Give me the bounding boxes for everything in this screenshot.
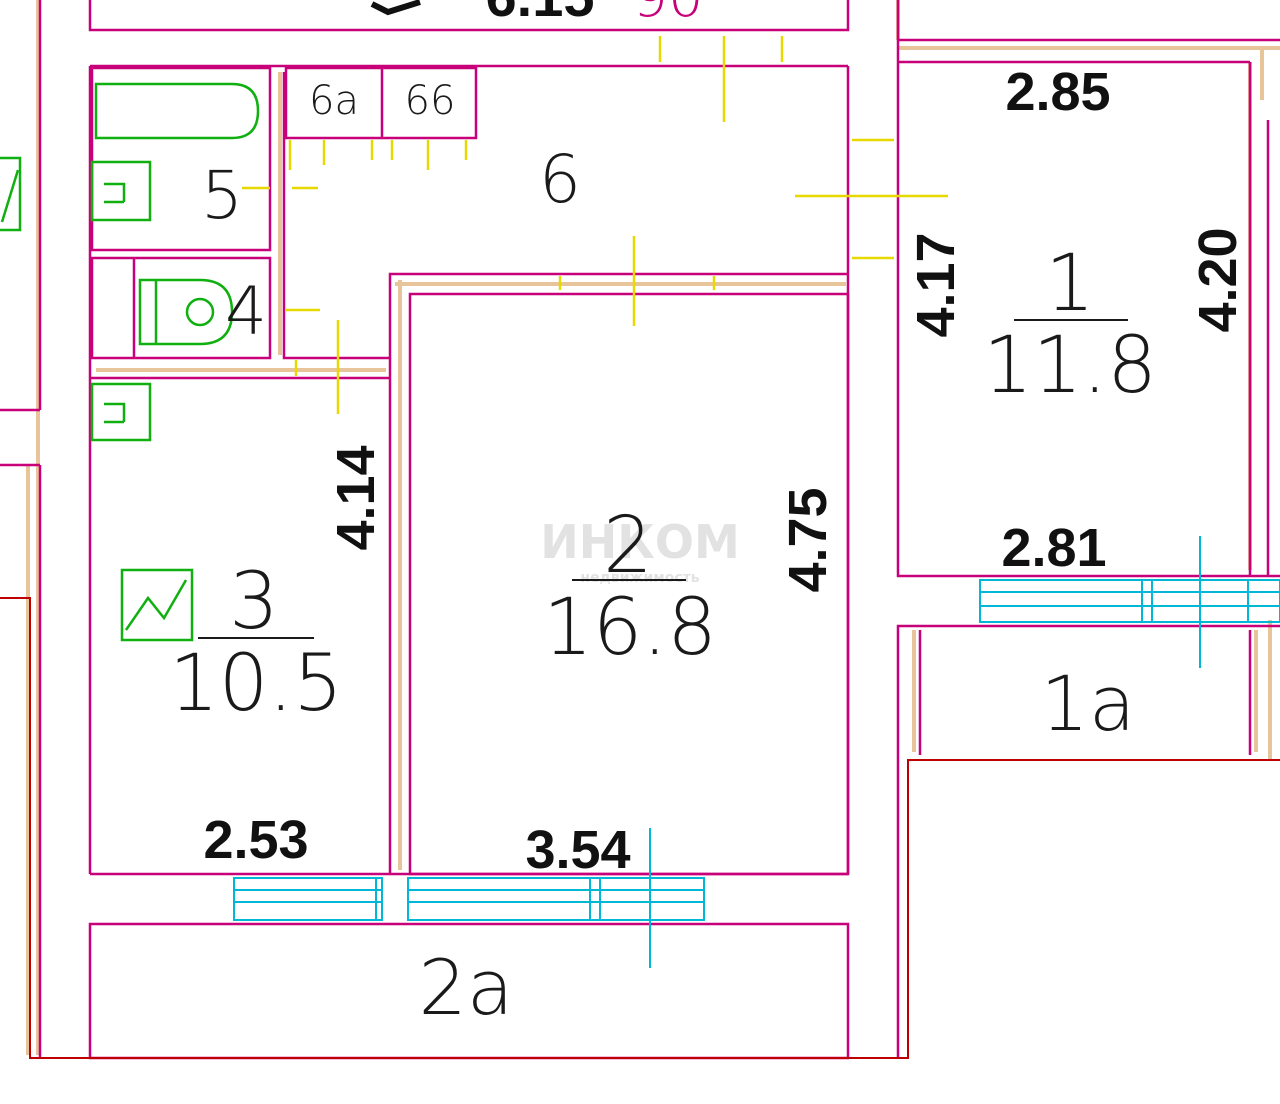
dim-room1-bottom: 2.81	[1001, 518, 1106, 578]
room-6-label: 6	[539, 141, 581, 218]
window-room3	[233, 877, 383, 921]
fixture-left-edge-icon	[0, 156, 22, 232]
dim-room1-top: 2.85	[1005, 62, 1110, 122]
dimension-lines	[242, 36, 948, 414]
dim-top-partial-red: 90	[632, 0, 703, 30]
room-6a-label: 6a	[309, 78, 359, 124]
room-5-label: 5	[201, 157, 243, 234]
room-1-area: 11.8	[983, 321, 1157, 411]
dim-top-partial: 6.15	[486, 0, 595, 28]
room-3-area: 10.5	[169, 639, 343, 729]
room-1a-label: 1a	[1041, 659, 1136, 748]
arrow-icon	[370, 0, 421, 16]
window-room1	[979, 536, 1280, 668]
room-1-number: 1	[1045, 239, 1095, 329]
window-room2	[407, 828, 705, 968]
watermark-subtitle: недвижимость	[580, 570, 699, 586]
room-2a-label: 2a	[419, 943, 514, 1032]
room-4-label: 4	[225, 273, 267, 350]
fixtures	[0, 82, 260, 642]
sink-room3-icon	[90, 382, 152, 442]
room-6b-label: 66	[405, 78, 456, 124]
room-2-number: 2	[603, 501, 653, 591]
watermark-logo: ИНКОМ	[540, 515, 739, 569]
inner-walls	[0, 0, 1280, 1060]
dim-room1-right: 4.20	[1188, 227, 1248, 332]
sink-icon	[90, 160, 152, 222]
dim-room3-right: 4.14	[326, 445, 386, 550]
room-3-number: 3	[229, 557, 279, 647]
dim-room3-bottom: 2.53	[203, 810, 308, 870]
dim-room1-left: 4.17	[906, 232, 966, 337]
room-2-area: 16.8	[543, 583, 717, 673]
windows	[233, 536, 1280, 968]
toilet-icon	[138, 278, 234, 346]
stove-icon	[120, 568, 194, 642]
dim-room2-right: 4.75	[778, 487, 838, 592]
outer-walls	[0, 597, 1280, 1059]
dim-room2-bottom: 3.54	[525, 820, 630, 880]
bathtub-icon	[94, 82, 260, 140]
